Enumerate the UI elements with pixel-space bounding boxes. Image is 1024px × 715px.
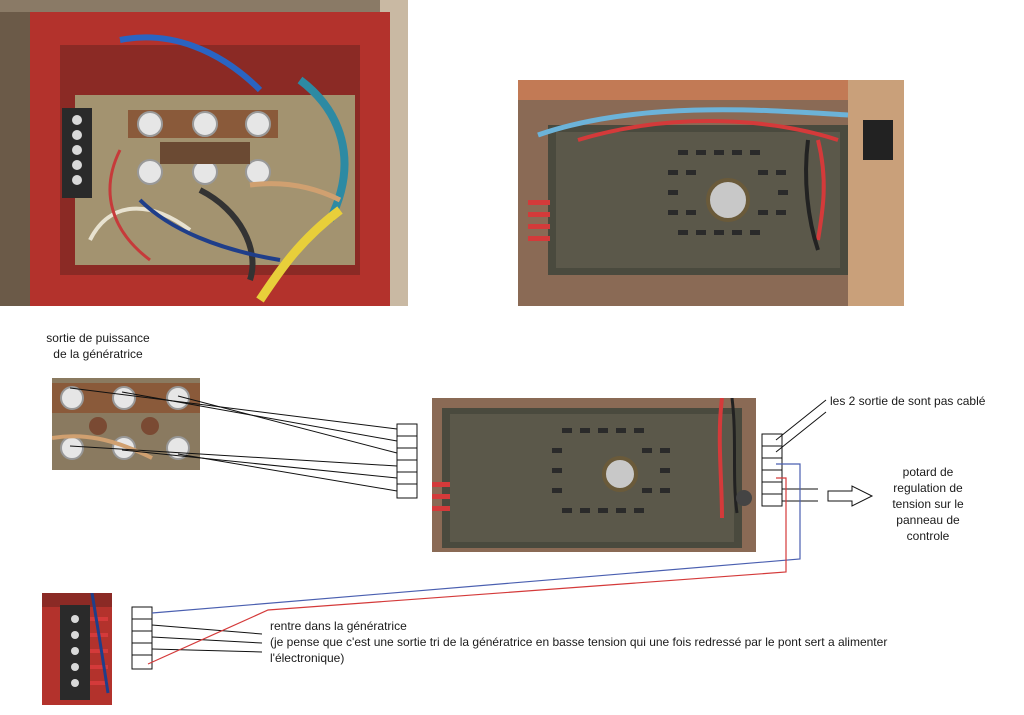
label-enters-generator-note-cont: l'électronique) [270,651,345,665]
photo-power-output-terminals [52,378,200,470]
label-enters-generator: rentre dans la génératrice [270,619,407,633]
label-enters-generator-note: (je pense que c'est une sortie tri de la… [270,635,888,649]
photo-generator-terminal-box [0,0,408,306]
uncabled-output-pointers [775,399,827,453]
photo-regulator-board [518,80,904,306]
connector-block-low-voltage [131,606,153,670]
connector-block-power [396,423,418,499]
photo-low-voltage-terminal-strip [42,593,112,705]
label-potentiometer: potard de regulation de tension sur le p… [892,465,964,543]
low-voltage-wires [151,624,263,653]
arrow-to-potentiometer [827,485,874,507]
label-uncabled-outputs: les 2 sortie de sont pas cablé [830,394,986,408]
label-power-output: sortie de puissance de la génératrice [46,331,150,361]
connector-block-output [761,433,783,507]
photo-regulator-board-schematic [432,398,756,552]
potentiometer-wires [782,488,818,502]
